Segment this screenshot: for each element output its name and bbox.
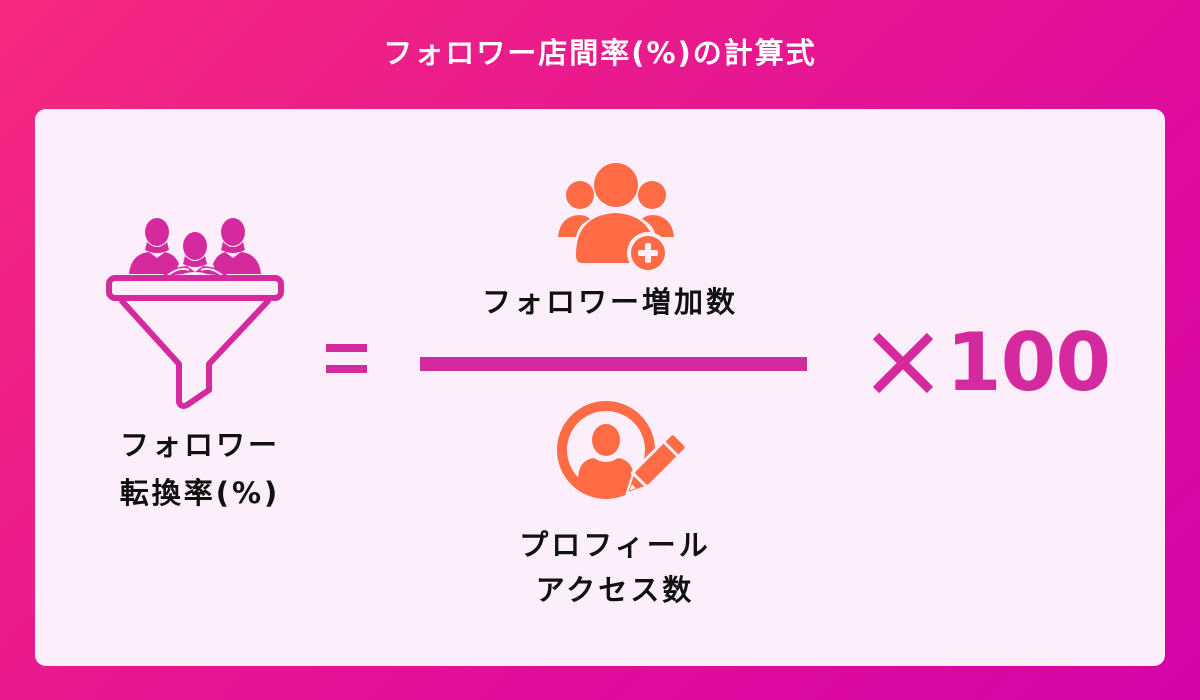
numerator-label: フォロワー増加数: [481, 285, 738, 319]
multiplier: 100: [868, 316, 1111, 409]
result-label-line1: フォロワー: [119, 428, 280, 462]
denominator-label-line2: アクセス数: [535, 573, 695, 607]
funnel-people-icon: [106, 218, 284, 409]
formula-card: [35, 109, 1165, 666]
user-edit-icon: [557, 401, 686, 499]
denominator-label-line1: プロフィール: [519, 528, 711, 562]
group-add-user-icon: [558, 163, 674, 274]
result-label-line2: 転換率(%): [119, 476, 281, 510]
equals-bar-top: [326, 344, 367, 352]
fraction-divider: [420, 357, 807, 371]
page-title: フォロワー店間率(%)の計算式: [383, 36, 817, 70]
multiplier-value: 100: [946, 316, 1111, 409]
equals-bar-bottom: [326, 365, 367, 373]
multiply-icon: [872, 332, 934, 394]
